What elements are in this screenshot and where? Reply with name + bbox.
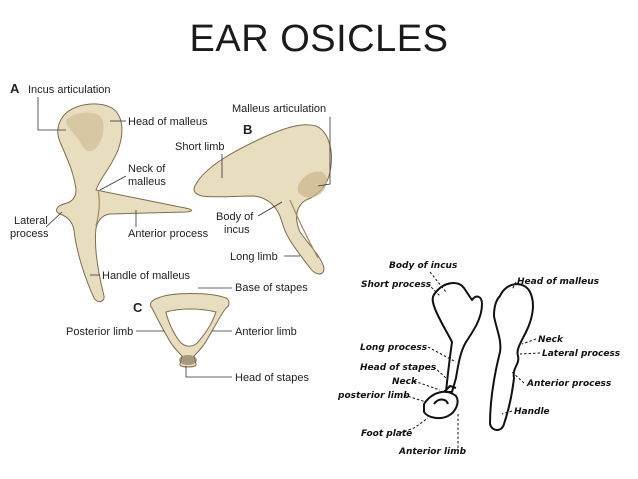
sketch-lateral-process-leader [519, 352, 541, 355]
sketch-handle-leader [501, 410, 513, 415]
incus-illustration [193, 124, 332, 275]
body-of-incus-leader [257, 201, 283, 217]
sketch-short-process-label: Short process [361, 280, 432, 290]
sketch-handle-label: Handle [514, 407, 550, 417]
malleus-illustration [56, 103, 193, 303]
malleus-articulation-leader [317, 117, 331, 187]
anterior-process-label: Anterior process [128, 228, 209, 240]
sketch-anterior-process-label: Anterior process [526, 379, 612, 389]
sketch-lateral-process-label: Lateral process [542, 349, 621, 359]
sketch-head-of-malleus-leader [511, 281, 517, 291]
neck-of-malleus-label-2: malleus [128, 176, 166, 188]
incus-articulation-label: Incus articulation [28, 84, 111, 96]
sketch-head-of-malleus-label: Head of malleus [517, 277, 600, 287]
sketch-neck-label: Neck [538, 335, 564, 345]
sketch-neck-stapes-label: Neck [392, 377, 418, 387]
handle-of-malleus-label: Handle of malleus [102, 270, 191, 282]
head-of-malleus-label: Head of malleus [128, 116, 208, 128]
sketch-foot-plate-label: Foot plate [361, 429, 412, 439]
stapes-illustration [149, 293, 230, 368]
sketch-long-process-label: Long process [360, 343, 428, 353]
figure-c-letter: C [133, 300, 143, 315]
neck-of-malleus-label-1: Neck of [128, 163, 166, 175]
lateral-process-leader [45, 211, 63, 228]
sketch-head-of-stapes-label: Head of stapes [360, 363, 437, 373]
long-limb-label: Long limb [230, 251, 278, 263]
head-of-stapes-label: Head of stapes [235, 372, 309, 384]
incus-articulation-leader [37, 97, 66, 131]
neck-of-malleus-leader [99, 175, 127, 191]
body-of-incus-label-1: Body of [216, 211, 254, 223]
anterior-limb-label: Anterior limb [235, 326, 297, 338]
lateral-process-label-2: process [10, 228, 49, 240]
figure-a-letter: A [10, 81, 20, 96]
figure-b-letter: B [243, 122, 252, 137]
head-of-stapes-leader [185, 366, 232, 378]
base-of-stapes-label: Base of stapes [235, 282, 308, 294]
sketch-anterior-process-leader [511, 371, 525, 384]
malleus-articulation-label: Malleus articulation [232, 103, 326, 115]
sketch-body-of-incus-label: Body of incus [389, 261, 458, 271]
sketch-foot-plate-leader [399, 417, 429, 434]
sketch-neck-leader [521, 338, 537, 345]
sketch-head-of-stapes-leader [433, 366, 447, 379]
sketch-long-process-leader [427, 346, 457, 363]
posterior-limb-label: Posterior limb [66, 326, 133, 338]
body-of-incus-label-2: incus [224, 224, 250, 236]
page-title: EAR OSICLES [189, 18, 449, 60]
sketch-neck-stapes-leader [413, 380, 441, 391]
sketch-short-process-leader [427, 283, 441, 297]
sketch-posterior-limb-label: posterior limb [337, 391, 410, 401]
ossicle-line-sketch [423, 282, 534, 431]
sketch-anterior-limb-label: Anterior limb [398, 447, 467, 457]
sketch-posterior-limb-leader [403, 394, 427, 403]
short-limb-label: Short limb [175, 141, 225, 153]
lateral-process-label-1: Lateral [14, 215, 48, 227]
